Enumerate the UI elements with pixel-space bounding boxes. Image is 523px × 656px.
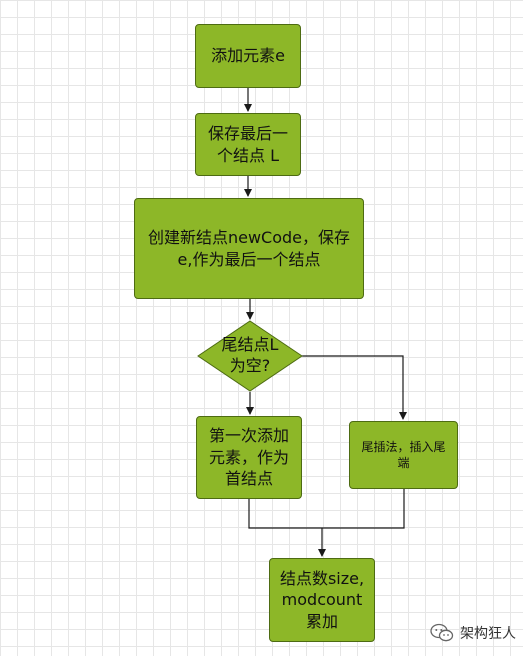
node-save-last-node: 保存最后一 个结点 L bbox=[195, 113, 301, 176]
wechat-icon bbox=[430, 623, 454, 642]
node-tail-insert-label: 尾插法，插入尾 端 bbox=[361, 439, 446, 470]
node-create-new-node: 创建新结点newCode，保存 e,作为最后一个结点 bbox=[134, 198, 364, 299]
node-add-element-label: 添加元素e bbox=[211, 46, 285, 66]
node-first-add: 第一次添加 元素，作为 首结点 bbox=[196, 416, 302, 499]
node-add-element: 添加元素e bbox=[195, 24, 301, 88]
decision-diamond bbox=[197, 320, 303, 392]
node-first-add-label: 第一次添加 元素，作为 首结点 bbox=[208, 426, 289, 489]
node-create-new-node-label: 创建新结点newCode，保存 e,作为最后一个结点 bbox=[147, 227, 351, 269]
decision-label: 尾结点L 为空? bbox=[221, 335, 279, 375]
connector-tail-merge bbox=[322, 489, 405, 529]
node-increment-count: 结点数size, modcount 累加 bbox=[269, 558, 375, 642]
node-tail-insert: 尾插法，插入尾 端 bbox=[349, 421, 458, 489]
connector-first-merge bbox=[248, 499, 322, 529]
node-save-last-node-label: 保存最后一 个结点 L bbox=[207, 123, 288, 165]
node-increment-count-label: 结点数size, modcount 累加 bbox=[279, 568, 365, 631]
connector-check-no-branch bbox=[302, 355, 407, 420]
watermark-text: 架构狂人 bbox=[460, 626, 516, 642]
watermark: 架构狂人 bbox=[430, 620, 516, 646]
